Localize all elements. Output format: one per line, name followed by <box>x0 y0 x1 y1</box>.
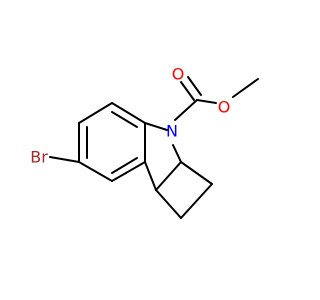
bond-c7-c3 <box>144 161 157 191</box>
bond-c6-c1 <box>78 102 113 124</box>
structure-canvas: Br N O O <box>30 65 259 219</box>
double-bond-inner-1 <box>111 111 138 128</box>
carbonyl-oxygen-atom-label: O <box>172 65 185 84</box>
bond-c6-br <box>49 156 80 163</box>
double-bond-inner-2 <box>111 157 138 174</box>
bond-ccarbonyl-oester <box>196 99 217 104</box>
bond-n-c8 <box>172 144 182 163</box>
bond-c10-c7 <box>155 189 182 219</box>
bond-oester-methyl <box>232 78 259 98</box>
bromine-atom-label: Br <box>30 148 48 167</box>
bond-co-double-b <box>187 76 202 96</box>
nitrogen-atom-label: N <box>166 122 178 141</box>
bond-c9-c10 <box>180 183 213 219</box>
bond-c1-c2 <box>111 102 146 124</box>
bond-c8-c9 <box>180 161 213 185</box>
bond-co-double-a <box>180 81 195 101</box>
bond-c3-c4 <box>111 161 146 182</box>
ester-oxygen-atom-label: O <box>218 98 231 117</box>
bond-n-ccarbonyl <box>174 99 198 121</box>
bond-c2-n <box>144 122 168 131</box>
bond-c8-c7 <box>155 161 182 191</box>
bond-c4-c5 <box>78 161 113 182</box>
molecule-structure: Br N O O <box>30 65 259 219</box>
